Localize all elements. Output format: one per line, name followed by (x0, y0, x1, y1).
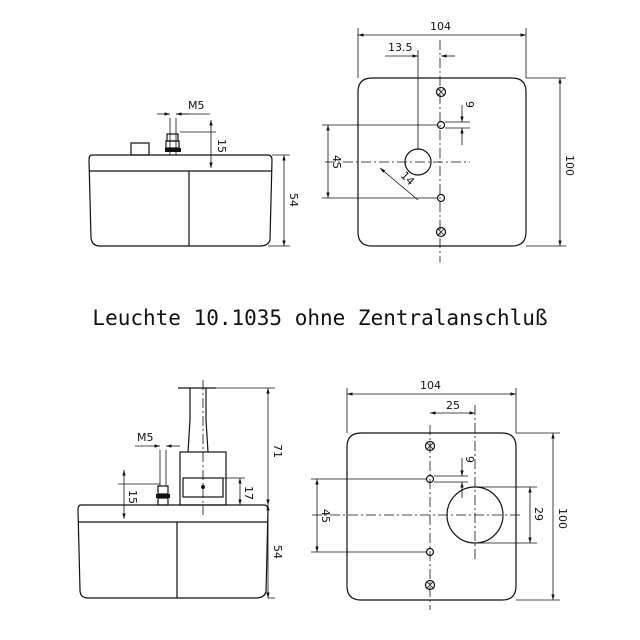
bottom-side-view: M5 15 17 71 54 (77, 380, 284, 599)
bottom-side-height-label: 54 (271, 545, 284, 559)
bottom-side-stem-height-label: 71 (271, 444, 284, 458)
top-side-bolt-height-label: 15 (215, 139, 228, 153)
top-front-width-label: 104 (430, 20, 451, 33)
bottom-front-view: 104 25 9 45 29 100 (311, 379, 569, 610)
bottom-side-thread-label: M5 (137, 431, 154, 444)
bottom-side-bolt-height-label: 15 (126, 490, 139, 504)
bottom-front-height-label: 100 (556, 508, 569, 529)
bottom-side-clamp-height-label: 17 (242, 486, 255, 500)
top-front-view: 104 13.5 9 45 14 100 (322, 20, 576, 262)
bottom-front-offset-label: 25 (446, 399, 460, 412)
bottom-front-hole-spacing-label: 45 (319, 509, 332, 523)
top-side-thread-label: M5 (188, 99, 205, 112)
top-front-hole-spacing-label: 45 (330, 155, 343, 169)
top-side-view: M5 15 54 (88, 99, 300, 247)
drawing-title: Leuchte 10.1035 ohne Zentralanschluß (92, 306, 547, 330)
top-front-offset-label: 13.5 (388, 41, 413, 54)
top-front-height-label: 100 (563, 155, 576, 176)
top-front-small-label: 9 (463, 101, 476, 108)
bottom-front-diameter-label: 29 (532, 507, 545, 521)
top-side-height-label: 54 (287, 193, 300, 207)
bottom-front-width-label: 104 (420, 379, 441, 392)
bottom-front-small-label: 9 (463, 456, 476, 463)
